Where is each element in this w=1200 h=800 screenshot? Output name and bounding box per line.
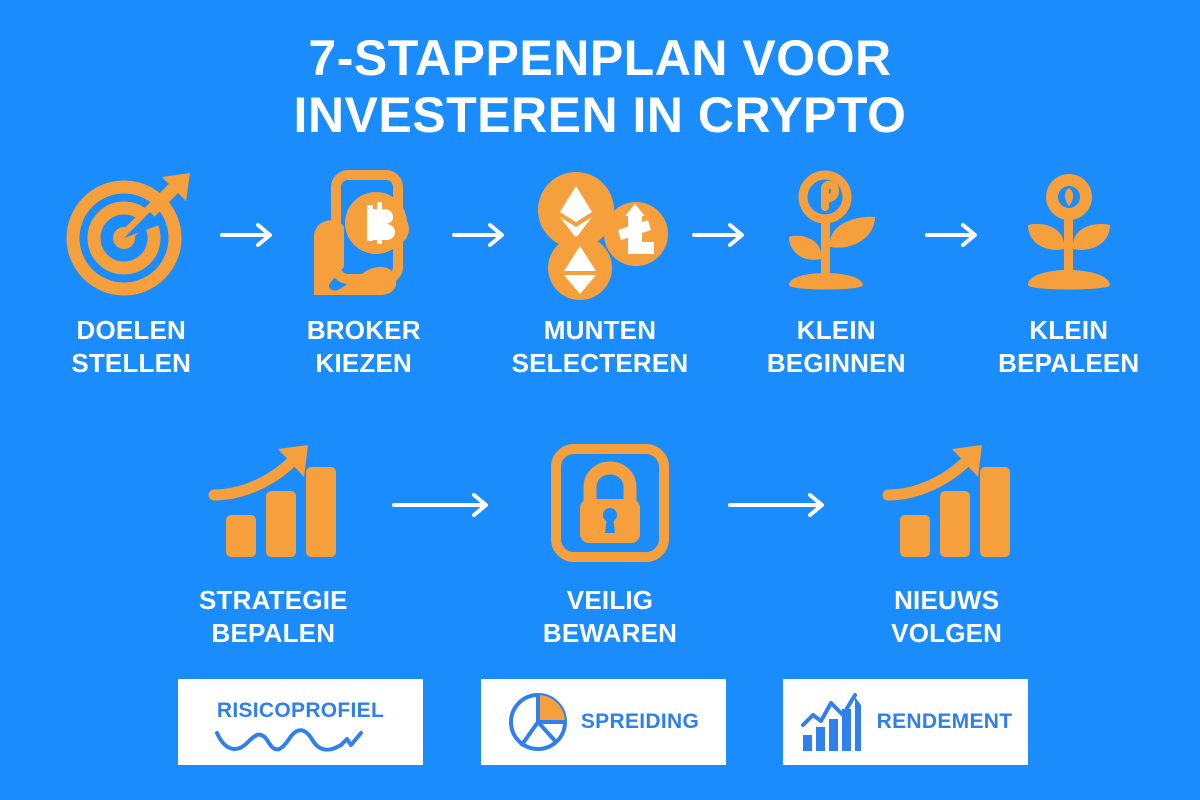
card-label: RENDEMENT bbox=[876, 710, 1013, 733]
target-arrow-icon bbox=[61, 170, 201, 300]
step-caption: DOELEN STELLEN bbox=[71, 314, 191, 379]
caption-line-1: NIEUWS bbox=[894, 585, 1000, 615]
step-caption: STRATEGIE BEPALEN bbox=[199, 584, 348, 649]
caption-line-2: BEGINNEN bbox=[766, 347, 906, 378]
step-veilig-bewaren[interactable]: VEILIG BEWAREN bbox=[507, 440, 714, 649]
bar-line-chart-icon bbox=[799, 691, 865, 753]
arrow-right-icon bbox=[685, 170, 755, 300]
caption-line-2: STELLEN bbox=[71, 347, 192, 378]
caption-line-2: BEPALEN bbox=[211, 617, 336, 648]
caption-line-1: BROKER bbox=[306, 315, 421, 345]
steps-row-2: STRATEGIE BEPALEN VEILIG bbox=[170, 440, 1050, 649]
step-caption: MUNTEN SELECTEREN bbox=[512, 314, 689, 379]
card-spreiding[interactable]: SPREIDING bbox=[480, 679, 726, 765]
padlock-icon bbox=[520, 440, 700, 570]
caption-line-2: KIEZEN bbox=[315, 347, 413, 378]
arrow-right-icon bbox=[918, 170, 988, 300]
plant-coin-icon bbox=[999, 170, 1139, 300]
step-broker-kiezen[interactable]: BROKER KIEZEN bbox=[283, 170, 446, 379]
step-doelen-stellen[interactable]: DOELEN STELLEN bbox=[50, 170, 213, 379]
page-title: 7-STAPPENPLAN VOOR INVESTEREN IN CRYPTO bbox=[0, 30, 1200, 144]
step-klein-bepaleen[interactable]: KLEIN BEPALEEN bbox=[988, 170, 1151, 379]
card-label: SPREIDING bbox=[580, 710, 700, 733]
arrow-right-icon bbox=[445, 170, 515, 300]
step-klein-beginnen[interactable]: KLEIN BEGINNEN bbox=[755, 170, 918, 379]
pie-chart-icon bbox=[507, 691, 569, 753]
caption-line-2: BEWAREN bbox=[542, 617, 678, 648]
step-caption: NIEUWS VOLGEN bbox=[891, 584, 1002, 649]
step-caption: KLEIN BEPALEEN bbox=[998, 314, 1139, 379]
caption-line-2: BEPALEEN bbox=[998, 347, 1140, 378]
volatility-line-icon bbox=[211, 725, 391, 755]
step-munten-selecteren[interactable]: MUNTEN SELECTEREN bbox=[512, 170, 688, 379]
steps-row-1: DOELEN STELLEN bbox=[50, 170, 1150, 379]
caption-line-2: SELECTEREN bbox=[511, 347, 689, 378]
hand-phone-bitcoin-icon bbox=[294, 170, 434, 300]
card-label: RISICOPROFIEL bbox=[216, 699, 385, 722]
caption-line-1: KLEIN bbox=[796, 315, 876, 345]
step-strategie-bepalen[interactable]: STRATEGIE BEPALEN bbox=[170, 440, 377, 649]
arrow-right-icon bbox=[713, 440, 843, 570]
concept-cards: RISICOPROFIEL SPREIDING bbox=[178, 679, 1028, 765]
caption-line-1: STRATEGIE bbox=[199, 585, 348, 615]
sprout-coin-icon bbox=[766, 170, 906, 300]
step-nieuws-volgen[interactable]: NIEUWS VOLGEN bbox=[843, 440, 1050, 649]
step-caption: VEILIG BEWAREN bbox=[543, 584, 677, 649]
growth-bar-chart-icon bbox=[183, 440, 363, 570]
title-line-2: INVESTEREN IN CRYPTO bbox=[293, 87, 907, 143]
growth-bar-chart-icon bbox=[857, 440, 1037, 570]
card-risicoprofiel[interactable]: RISICOPROFIEL bbox=[178, 679, 423, 765]
title-line-1: 7-STAPPENPLAN VOOR bbox=[308, 30, 892, 86]
arrow-right-icon bbox=[377, 440, 507, 570]
caption-line-1: VEILIG bbox=[566, 585, 654, 615]
step-caption: KLEIN BEGINNEN bbox=[767, 314, 906, 379]
arrow-right-icon bbox=[213, 170, 283, 300]
caption-line-1: MUNTEN bbox=[543, 315, 657, 345]
caption-line-1: KLEIN bbox=[1029, 315, 1109, 345]
card-rendement[interactable]: RENDEMENT bbox=[783, 679, 1028, 765]
caption-line-1: DOELEN bbox=[76, 315, 187, 345]
caption-line-2: VOLGEN bbox=[891, 617, 1003, 648]
crypto-coins-icon bbox=[530, 170, 670, 300]
step-caption: BROKER KIEZEN bbox=[307, 314, 421, 379]
